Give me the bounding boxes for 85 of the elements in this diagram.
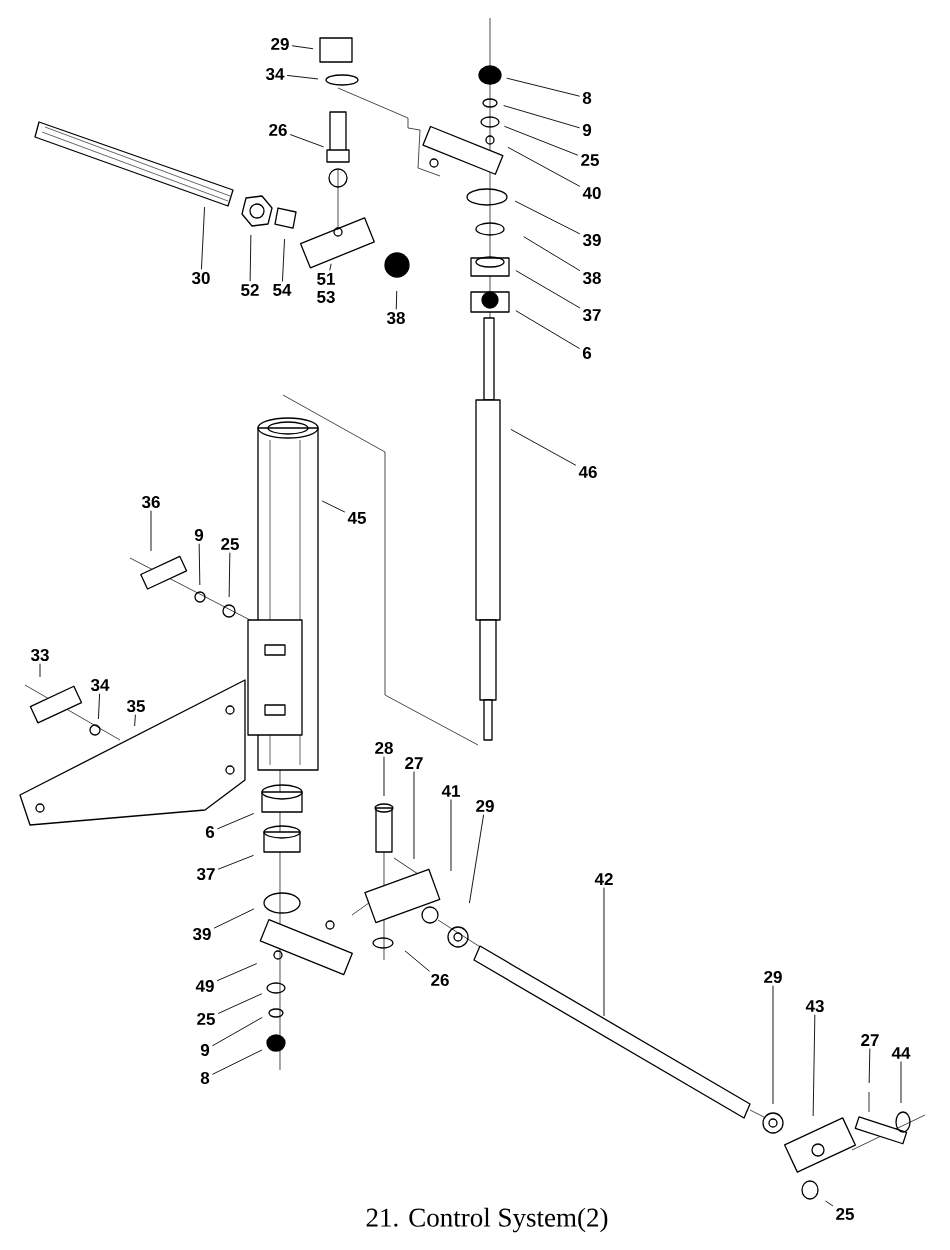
- callout-number: 8: [582, 92, 592, 105]
- leader-line: [515, 310, 581, 350]
- leader-line: [39, 663, 41, 678]
- callout-number: 36: [141, 496, 160, 509]
- callout-number: 49: [195, 980, 214, 993]
- leader-line: [150, 510, 152, 552]
- callout-number: 26: [269, 124, 287, 137]
- callout-number: 40: [582, 187, 601, 200]
- leader-line: [211, 1017, 263, 1047]
- leader-line: [812, 1014, 816, 1117]
- callout-number: 29: [271, 38, 289, 51]
- callout-number: 35: [126, 699, 145, 713]
- leader-line: [900, 1061, 902, 1104]
- callout-number: 25: [581, 154, 599, 167]
- leader-line: [825, 1200, 834, 1207]
- callout-number: 28: [375, 742, 393, 755]
- leader-line: [515, 270, 581, 309]
- leader-line: [282, 238, 285, 282]
- callout-number: 39: [192, 927, 211, 941]
- callout-number: 45: [347, 512, 366, 524]
- leader-line: [503, 125, 579, 156]
- leader-line: [134, 714, 136, 727]
- leader-line: [404, 950, 431, 972]
- leader-line: [201, 206, 205, 270]
- callout-number: 6: [582, 347, 592, 360]
- callout-number: 9: [582, 124, 592, 137]
- leader-line: [468, 814, 485, 904]
- leader-line: [413, 771, 415, 860]
- callout-number: 34: [265, 68, 285, 81]
- leader-line: [603, 887, 605, 1017]
- leader-line: [216, 963, 258, 982]
- callout-number: 42: [594, 873, 613, 885]
- callout-number: 25: [836, 1208, 854, 1221]
- callout-number: 37: [196, 867, 215, 881]
- leader-line: [249, 234, 252, 282]
- leader-line: [213, 908, 255, 929]
- leader-line: [228, 552, 231, 598]
- callout-number: 25: [197, 1013, 215, 1026]
- leader-line: [868, 1048, 871, 1084]
- leader-line: [503, 105, 581, 129]
- leader-line: [514, 200, 581, 235]
- callout-number: 51 53: [317, 273, 335, 303]
- leader-line: [523, 236, 581, 272]
- callout-number: 41: [441, 785, 460, 797]
- callout-number: 33: [30, 649, 49, 662]
- callout-number: 29: [764, 971, 782, 984]
- callout-number: 54: [273, 284, 292, 296]
- callout-number: 6: [205, 826, 215, 839]
- callout-number: 27: [405, 757, 423, 769]
- callout-number: 9: [194, 529, 204, 542]
- leader-line: [216, 813, 255, 830]
- leader-line: [217, 993, 263, 1014]
- leader-line: [97, 693, 101, 720]
- leader-line: [506, 77, 581, 97]
- leader-line: [289, 134, 324, 148]
- callout-number: 26: [431, 974, 449, 987]
- callout-number: 9: [200, 1044, 210, 1057]
- callout-number: 52: [241, 284, 259, 297]
- leader-line: [217, 854, 255, 870]
- leader-line: [291, 45, 314, 50]
- callout-number: 8: [200, 1072, 210, 1085]
- callout-number: 27: [861, 1034, 879, 1046]
- caption: 21. Control System(2): [366, 1207, 608, 1233]
- leader-line: [321, 500, 346, 513]
- leader-line: [286, 74, 319, 80]
- callout-number: 30: [191, 272, 210, 285]
- leader-line: [510, 428, 577, 466]
- callout-number: 46: [578, 466, 597, 479]
- leader-line: [450, 799, 452, 872]
- callout-number: 39: [582, 234, 601, 247]
- callout-number: 44: [891, 1047, 911, 1059]
- leader-line: [772, 985, 774, 1105]
- callout-number: 25: [221, 538, 239, 551]
- leader-line: [507, 146, 581, 187]
- callout-number: 43: [805, 999, 824, 1013]
- leader-line: [329, 263, 332, 271]
- callout-number: 29: [476, 800, 494, 813]
- leader-line: [211, 1049, 263, 1075]
- callout-number: 38: [582, 272, 601, 285]
- callout-number: 38: [386, 312, 405, 325]
- callout-number: 37: [582, 309, 601, 322]
- leader-line: [198, 543, 201, 586]
- callout-number: 34: [90, 679, 110, 692]
- leader-line: [395, 290, 398, 310]
- leader-line: [383, 756, 385, 797]
